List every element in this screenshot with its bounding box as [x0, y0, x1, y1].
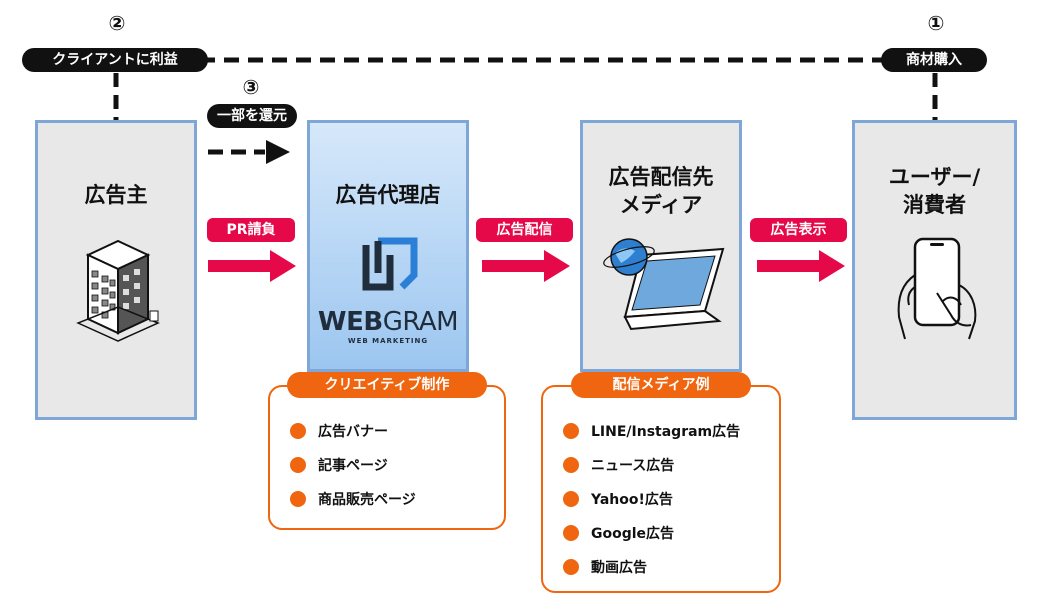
agency-box: 広告代理店 WEBGRAM WEB MARKETING	[307, 120, 469, 372]
smartphone-hand-icon	[897, 237, 977, 340]
agency-title: 広告代理店	[335, 183, 441, 207]
consumer-box: ユーザー/ 消費者	[852, 120, 1017, 420]
bullet-icon	[290, 457, 306, 473]
media-item-4: Google広告	[591, 526, 675, 542]
bullet-icon	[563, 423, 579, 439]
media-item-3: Yahoo!広告	[591, 492, 673, 508]
bullet-icon	[563, 491, 579, 507]
list-item: Yahoo!広告	[563, 489, 673, 509]
laptop-globe-icon	[603, 238, 725, 331]
bullet-icon	[563, 457, 579, 473]
consumer-title-line1: ユーザー/	[888, 165, 981, 189]
creative-list-title: クリエイティブ制作	[287, 372, 487, 398]
creative-item-1: 広告バナー	[318, 424, 388, 440]
display-arrow-label: 広告表示	[750, 218, 847, 242]
bullet-icon	[290, 491, 306, 507]
webgram-logo-text: WEBGRAM	[310, 308, 466, 336]
consumer-title-line2: 消費者	[903, 193, 966, 217]
list-item: LINE/Instagram広告	[563, 421, 740, 441]
logo-web: WEB	[317, 307, 383, 337]
step2-label: クライアントに利益	[22, 48, 208, 72]
list-item: 広告バナー	[290, 421, 388, 441]
refund-arrowhead	[266, 140, 290, 164]
bullet-icon	[563, 525, 579, 541]
list-item: 商品販売ページ	[290, 489, 416, 509]
media-item-5: 動画広告	[591, 560, 647, 576]
bullet-icon	[290, 423, 306, 439]
media-item-2: ニュース広告	[591, 458, 675, 474]
step3-label: 一部を還元	[207, 104, 297, 128]
step1-number: ①	[927, 11, 945, 35]
pr-arrow-label: PR請負	[207, 218, 295, 242]
advertiser-title: 広告主	[84, 183, 148, 207]
building-icon	[76, 239, 160, 342]
media-item-1: LINE/Instagram広告	[591, 424, 741, 440]
creative-item-2: 記事ページ	[318, 458, 388, 474]
delivery-arrow-label: 広告配信	[476, 218, 573, 242]
creative-list-box: 広告バナー 記事ページ 商品販売ページ	[268, 385, 506, 530]
step3-number: ③	[242, 75, 260, 99]
webgram-logo-mark	[362, 237, 418, 291]
list-item: 記事ページ	[290, 455, 388, 475]
step1-label: 商材購入	[881, 48, 987, 72]
list-item: ニュース広告	[563, 455, 674, 475]
list-item: 動画広告	[563, 557, 647, 577]
step2-number: ②	[108, 11, 126, 35]
advertiser-box: 広告主	[35, 120, 197, 420]
media-title-line2: メディア	[619, 193, 703, 217]
bullet-icon	[563, 559, 579, 575]
media-title-line1: 広告配信先	[608, 165, 714, 189]
list-item: Google広告	[563, 523, 674, 543]
media-box: 広告配信先 メディア	[580, 120, 742, 372]
logo-gram: GRAM	[382, 307, 459, 337]
display-arrow	[757, 250, 845, 282]
media-examples-box: LINE/Instagram広告 ニュース広告 Yahoo!広告 Google広…	[541, 385, 781, 593]
logo-subtitle: WEB MARKETING	[347, 337, 429, 345]
delivery-arrow	[482, 250, 570, 282]
pr-arrow	[208, 250, 296, 282]
media-examples-title: 配信メディア例	[571, 372, 751, 398]
creative-item-3: 商品販売ページ	[318, 492, 416, 508]
